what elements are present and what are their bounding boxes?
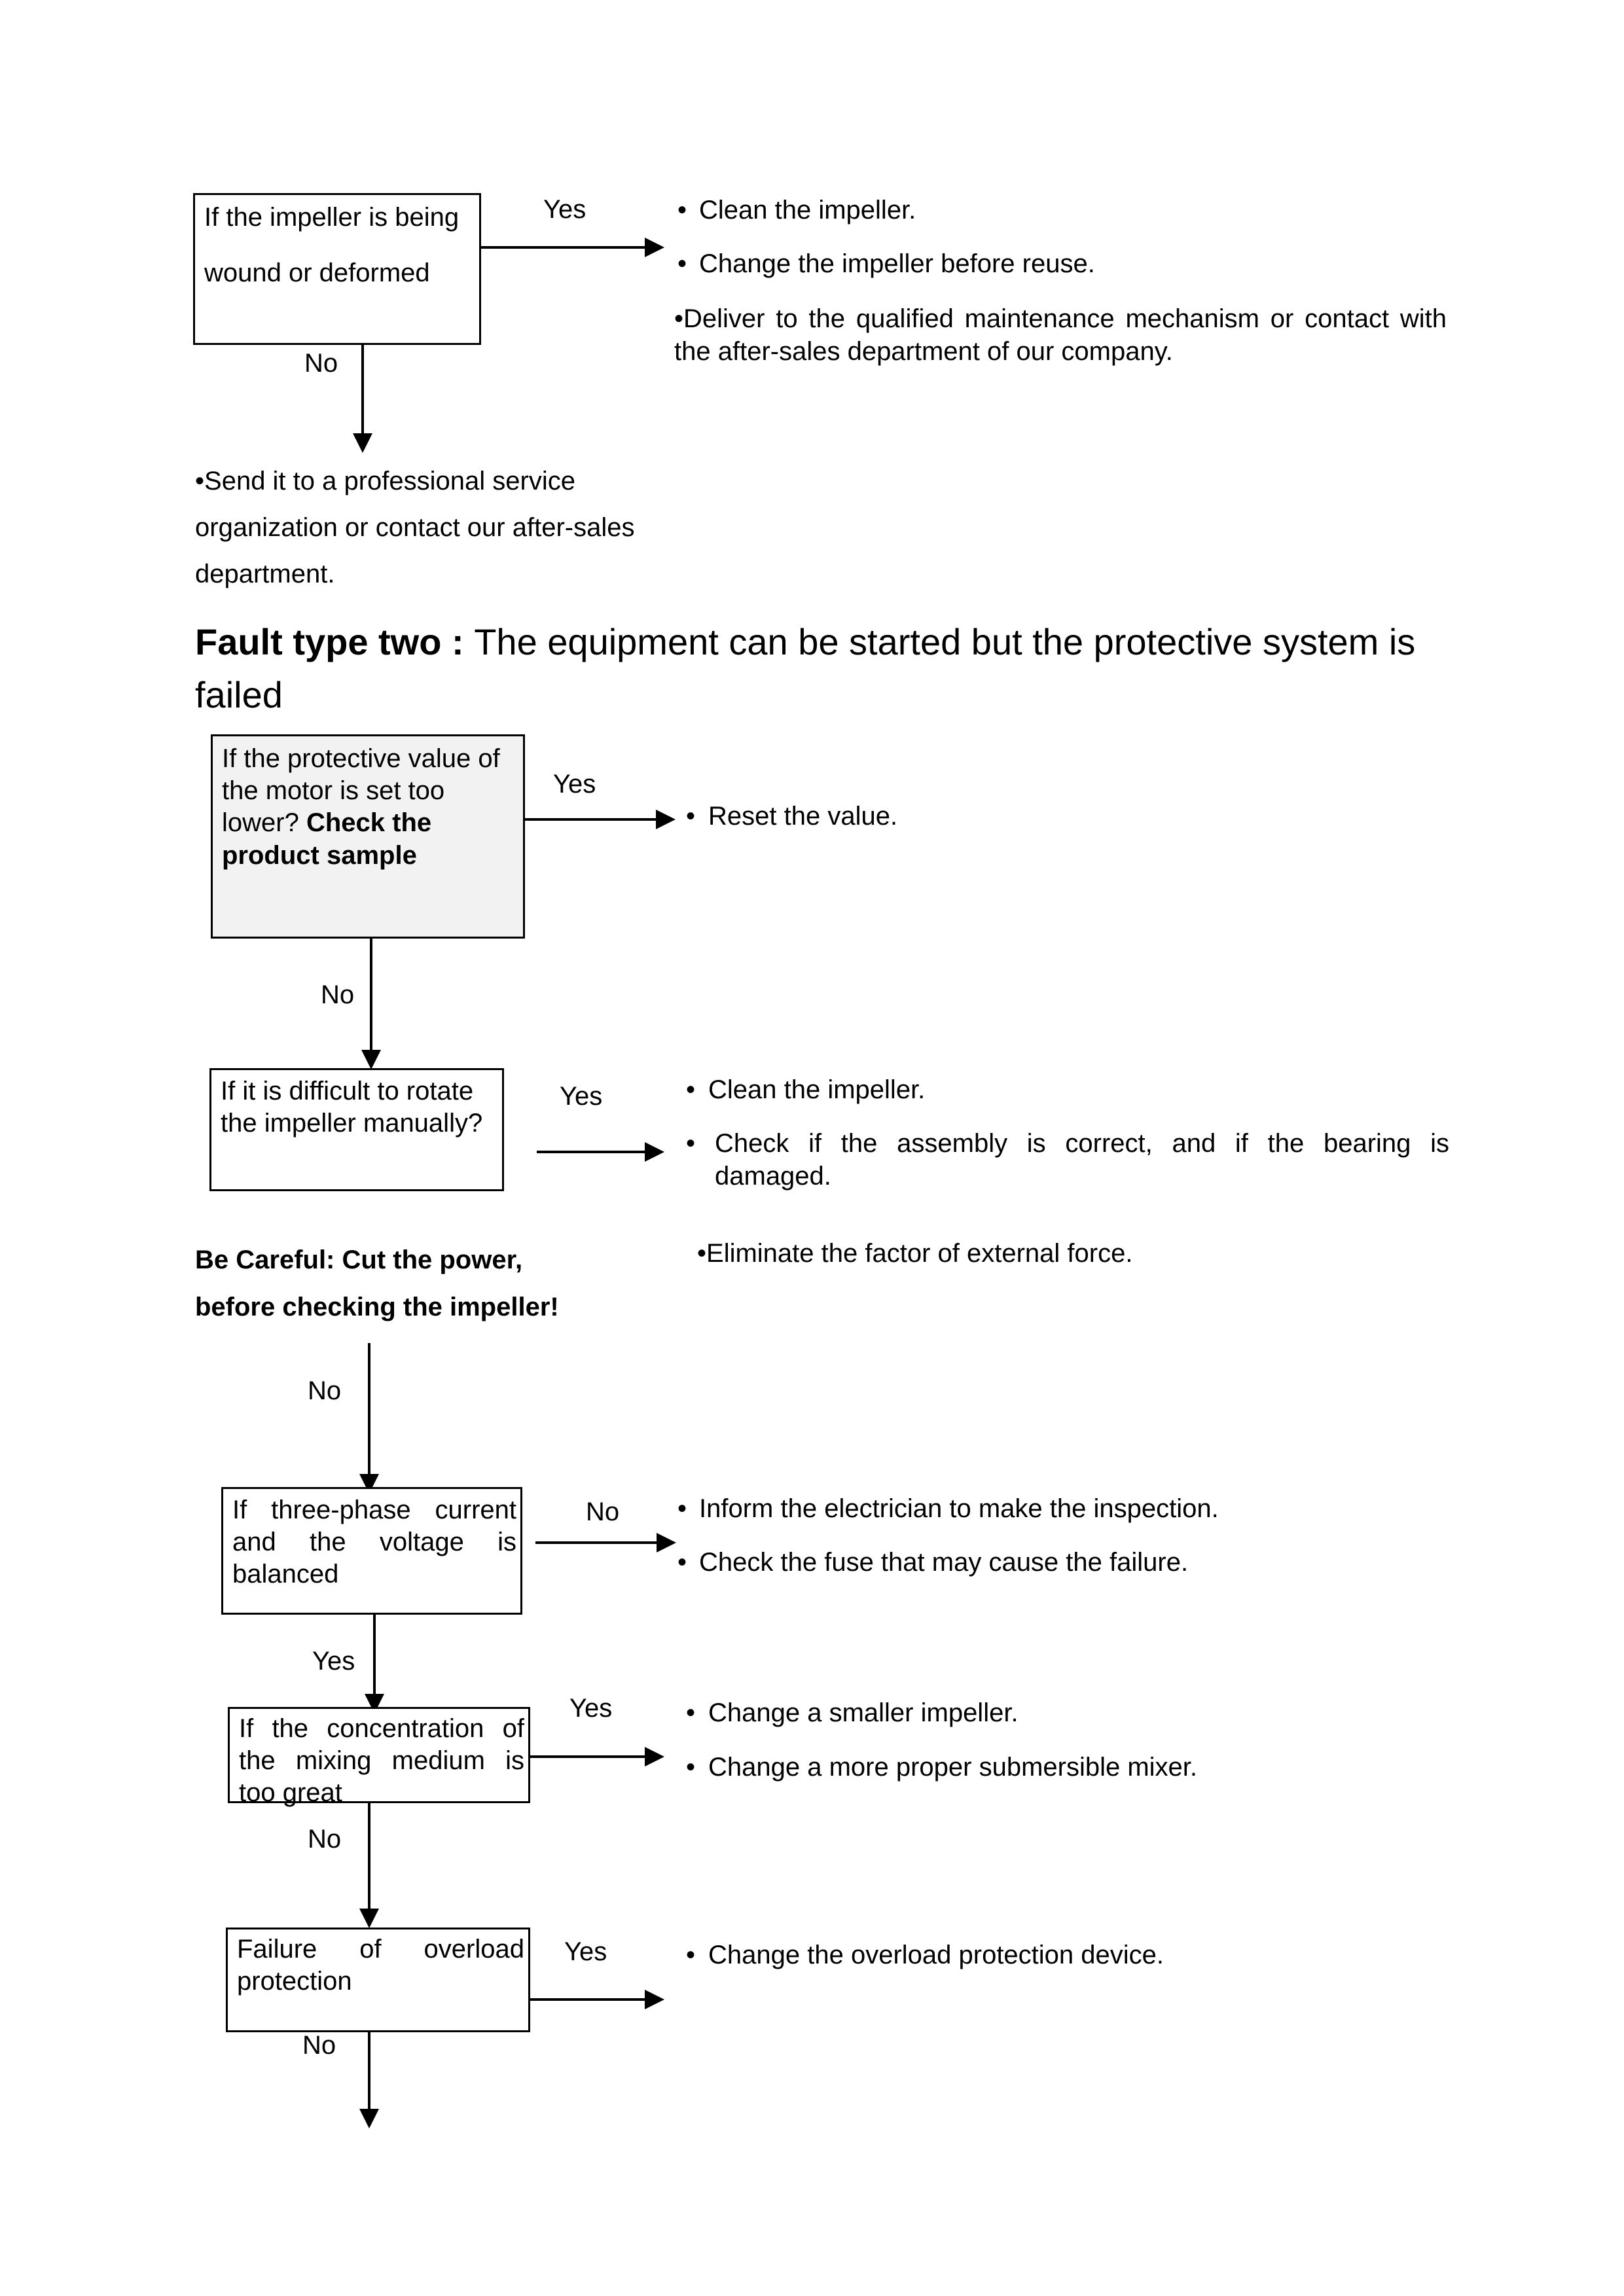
action-step2-eliminate-external-force: •Eliminate the factor of external force.: [697, 1237, 1352, 1270]
arrowhead-no-step4: [359, 1909, 379, 1928]
action-s1-send-text: Send it to a professional service organi…: [195, 467, 635, 589]
action-step4-change-smaller-impeller: Change a smaller impeller.: [708, 1698, 1019, 1727]
edge-label-yes-1: Yes: [543, 195, 586, 224]
connector-yes-1: [481, 246, 645, 249]
protective-value-bold-text: Check the product sample: [222, 808, 432, 870]
connector-yes-step2: [537, 1151, 645, 1153]
action-s1-deliver-text: Deliver to the qualified maintenance mec…: [674, 304, 1447, 366]
arrowhead-yes-step1: [656, 810, 676, 829]
connector-no-1: [361, 345, 364, 443]
connector-yes-step3: [373, 1615, 376, 1703]
page-heading-fault-type-two: Fault type two : The equipment can be st…: [195, 615, 1452, 721]
action-s1-send-to-service: •Send it to a professional service organ…: [195, 458, 693, 598]
connector-no-step1: [370, 939, 372, 1059]
decision-box-impeller-hard-to-rotate: If it is difficult to rotate the impelle…: [209, 1068, 504, 1191]
decision-box-impeller-rotate-text: If it is difficult to rotate the impelle…: [221, 1077, 483, 1138]
edge-label-no-step3: No: [586, 1498, 620, 1526]
edge-label-no-step5: No: [302, 2031, 336, 2060]
arrowhead-yes-step4: [645, 1747, 664, 1767]
bullet-glyph-s1-a2: •: [677, 249, 687, 278]
decision-box-overload-protection-failure: Failure of overload protection: [226, 1928, 530, 2032]
connector-no-step2: [368, 1343, 370, 1484]
edge-label-no-step2: No: [308, 1376, 342, 1405]
bullet-glyph-step2-a1: •: [686, 1075, 696, 1104]
decision-box-line1: If the impeller is being: [204, 203, 460, 232]
arrowhead-yes-step5: [645, 1990, 664, 2009]
arrowhead-no-1: [353, 433, 372, 453]
arrowhead-no-step1: [361, 1050, 381, 1069]
decision-box-protective-value-text: If the protective value of the motor is …: [222, 743, 519, 872]
edge-label-no-1: No: [304, 349, 338, 378]
arrowhead-yes-1: [645, 238, 664, 257]
bullet-glyph-s1-a1: •: [677, 196, 687, 224]
action-step2-clean-impeller: Clean the impeller.: [708, 1075, 926, 1104]
connector-yes-step5: [530, 1998, 645, 2001]
connector-yes-step4: [530, 1755, 645, 1758]
bullet-glyph-s1-no: •: [195, 467, 205, 495]
heading-rest-label: The equipment can be started but the pro…: [195, 621, 1416, 716]
decision-box-protective-value-too-low: If the protective value of the motor is …: [211, 734, 525, 939]
bullet-glyph-step2-a2: •: [686, 1129, 696, 1158]
decision-box-three-phase-current: If three-phase current and the voltage i…: [221, 1487, 522, 1615]
action-step3-inform-electrician: Inform the electrician to make the inspe…: [699, 1494, 1219, 1523]
action-step5-change-overload-device: Change the overload protection device.: [708, 1941, 1164, 1969]
edge-label-no-step4: No: [308, 1825, 342, 1854]
connector-no-step5: [368, 2032, 370, 2117]
action-step1-reset-the-value: Reset the value.: [708, 802, 898, 831]
decision-box-overload-text: Failure of overload protection: [237, 1935, 524, 1996]
bullet-glyph-step4-a1: •: [686, 1698, 696, 1727]
connector-no-step4: [368, 1803, 370, 1918]
action-s1-deliver-to-maintenance: •Deliver to the qualified maintenance me…: [674, 302, 1447, 368]
decision-box-three-phase-text: If three-phase current and the voltage i…: [232, 1496, 516, 1589]
arrowhead-no-step5: [359, 2109, 379, 2128]
action-step2-check-assembly: Check if the assembly is correct, and if…: [715, 1129, 1449, 1191]
arrowhead-no-step3: [657, 1533, 676, 1552]
arrowhead-yes-step2: [645, 1142, 664, 1162]
edge-label-yes-step5: Yes: [564, 1937, 607, 1966]
bullet-glyph-step1-a1: •: [686, 802, 696, 831]
connector-no-step3: [535, 1541, 657, 1544]
bullet-glyph-step3-a2: •: [677, 1548, 687, 1577]
bullet-glyph-s1-a3: •: [674, 304, 684, 333]
connector-yes-step1: [525, 818, 656, 821]
action-step4-change-submersible-mixer: Change a more proper submersible mixer.: [708, 1753, 1198, 1782]
bullet-glyph-step5-a1: •: [686, 1941, 696, 1969]
heading-bold-label: Fault type two :: [195, 621, 475, 662]
edge-label-yes-step2: Yes: [560, 1082, 603, 1111]
action-step3-check-fuse: Check the fuse that may cause the failur…: [699, 1548, 1189, 1577]
bullet-glyph-step2-a3: •: [697, 1239, 707, 1268]
action-s1-change-impeller: Change the impeller before reuse.: [699, 249, 1095, 278]
warning-cut-power-line1: Be Careful: Cut the power,: [195, 1246, 523, 1274]
decision-box-mixing-medium-concentration: If the concentration of the mixing mediu…: [228, 1707, 530, 1807]
bullet-glyph-step4-a2: •: [686, 1753, 696, 1782]
bullet-glyph-step3-a1: •: [677, 1494, 687, 1523]
protective-value-normal-text: If the protective value of the motor is …: [222, 744, 500, 838]
action-step2-eliminate-text: Eliminate the factor of external force.: [706, 1239, 1133, 1268]
warning-cut-power-line2: before checking the impeller!: [195, 1293, 559, 1321]
edge-label-no-step1: No: [321, 980, 355, 1009]
edge-label-yes-step4: Yes: [569, 1694, 613, 1723]
edge-label-yes-step1: Yes: [553, 770, 596, 798]
decision-box-impeller-wound-or-deformed: If the impeller is being wound or deform…: [193, 193, 481, 345]
decision-box-mixing-medium-text: If the concentration of the mixing mediu…: [239, 1714, 524, 1808]
decision-box-line2: wound or deformed: [204, 259, 430, 287]
edge-label-yes-step3: Yes: [312, 1647, 355, 1676]
action-s1-clean-impeller: Clean the impeller.: [699, 196, 916, 224]
